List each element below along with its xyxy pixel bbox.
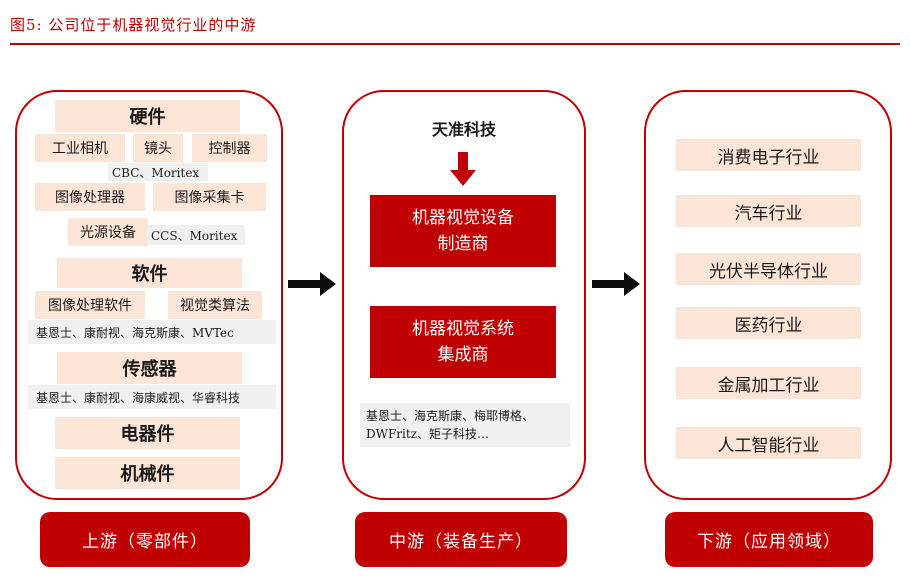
upstream-footer: 上游（零部件） bbox=[40, 512, 250, 567]
flow-arrow-icon bbox=[288, 272, 336, 296]
equipment-maker-line2: 制造商 bbox=[437, 234, 489, 254]
company-name: 天准科技 bbox=[431, 120, 496, 139]
hardware-vendors: CBC、Moritex bbox=[108, 163, 208, 181]
controller-box: 控制器 bbox=[192, 134, 267, 162]
flow-arrow-icon-2 bbox=[592, 272, 640, 296]
sensor-vendors: 基恩士、康耐视、海康威视、华睿科技 bbox=[28, 385, 276, 409]
software-vendors: 基恩士、康耐视、海克斯康、MVTec bbox=[28, 320, 276, 344]
industrial-camera-box: 工业相机 bbox=[35, 134, 125, 162]
midstream-footer: 中游（装备生产） bbox=[355, 512, 567, 567]
industry-consumer-electronics: 消费电子行业 bbox=[676, 139, 861, 171]
figure-title: 图5: 公司位于机器视觉行业的中游 bbox=[10, 16, 257, 34]
software-heading: 软件 bbox=[57, 258, 242, 288]
lens-box: 镜头 bbox=[133, 134, 183, 162]
industry-metal-processing: 金属加工行业 bbox=[676, 367, 861, 399]
midstream-vendors: 基恩士、海克斯康、梅耶博格、 DWFritz、矩子科技… bbox=[360, 403, 570, 447]
vision-algorithm-box: 视觉类算法 bbox=[168, 291, 262, 319]
downstream-footer: 下游（应用领域） bbox=[665, 512, 873, 567]
frame-grabber-box: 图像采集卡 bbox=[153, 183, 266, 211]
light-source-vendors: CCS、Moritex bbox=[147, 225, 245, 245]
midstream-vendors-line2: DWFritz、矩子科技… bbox=[366, 427, 490, 441]
electrical-parts-box: 电器件 bbox=[55, 417, 240, 449]
light-source-box: 光源设备 bbox=[68, 218, 148, 246]
down-arrow-icon bbox=[450, 152, 476, 186]
image-software-box: 图像处理软件 bbox=[35, 291, 145, 319]
system-integrator-box: 机器视觉系统 集成商 bbox=[370, 306, 556, 378]
system-integrator-line2: 集成商 bbox=[437, 345, 489, 365]
image-processor-box: 图像处理器 bbox=[35, 183, 145, 211]
industry-ai: 人工智能行业 bbox=[676, 427, 861, 459]
midstream-vendors-line1: 基恩士、海克斯康、梅耶博格、 bbox=[366, 409, 535, 423]
industry-automotive: 汽车行业 bbox=[676, 195, 861, 227]
equipment-maker-line1: 机器视觉设备 bbox=[412, 208, 514, 228]
industry-pharma: 医药行业 bbox=[676, 307, 861, 339]
title-divider bbox=[10, 43, 900, 45]
mechanical-parts-box: 机械件 bbox=[55, 457, 240, 489]
hardware-heading: 硬件 bbox=[55, 100, 240, 132]
system-integrator-line1: 机器视觉系统 bbox=[412, 319, 514, 339]
equipment-maker-box: 机器视觉设备 制造商 bbox=[370, 195, 556, 267]
sensor-heading: 传感器 bbox=[57, 352, 242, 384]
industry-pv-semiconductor: 光伏半导体行业 bbox=[676, 253, 861, 285]
